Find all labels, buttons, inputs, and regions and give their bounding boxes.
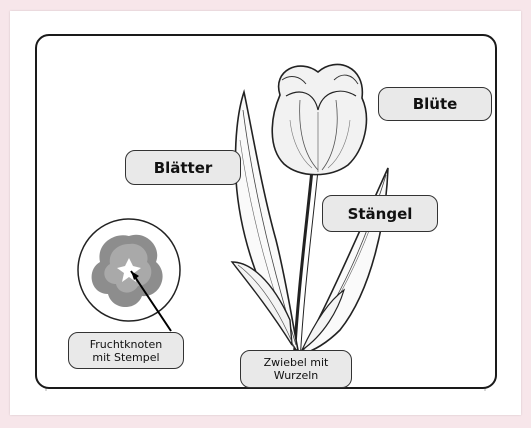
ovary-closeup-icon [78, 219, 180, 331]
label-staengel: Stängel [322, 195, 438, 232]
label-zwiebel: Zwiebel mit Wurzeln [240, 350, 352, 388]
label-fruchtknoten: Fruchtknoten mit Stempel [68, 332, 184, 369]
tulip-flower-icon [272, 64, 366, 174]
label-bluete: Blüte [378, 87, 492, 121]
label-blaetter: Blätter [125, 150, 241, 185]
